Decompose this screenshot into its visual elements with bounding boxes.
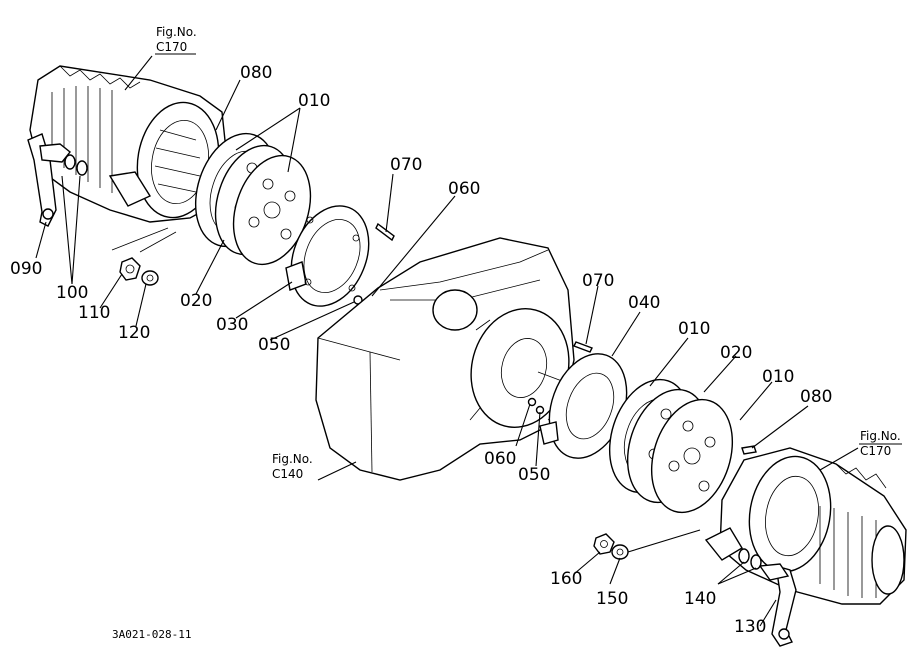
washer-150 [611,544,629,560]
label-100: 100 [56,283,88,303]
ref-right-fig-label: Fig.No. [860,429,901,443]
label-060-top: 060 [448,179,480,199]
washer-120 [141,270,159,286]
ref-top-left-fig-label: Fig.No. [156,25,197,39]
label-020-left: 020 [180,291,212,311]
label-140: 140 [684,589,716,609]
leader-lines [35,53,902,627]
label-030: 030 [216,315,248,335]
label-010-right: 010 [762,367,794,387]
ref-top-left-fig-code: C170 [156,40,187,54]
bolt-070-top [375,222,395,242]
bolt-070-mid [573,341,593,353]
right-plate-040 [539,353,628,459]
label-070-mid: 070 [582,271,614,291]
label-060-mid: 060 [484,449,516,469]
label-010-mid: 010 [678,319,710,339]
label-130: 130 [734,617,766,637]
transmission-case [315,237,575,481]
label-080-right: 080 [800,387,832,407]
o-rings-140 [738,548,762,570]
brake-lever-090 [27,133,71,227]
nut-110 [119,257,141,281]
label-050-mid: 050 [518,465,550,485]
nut-160 [593,533,615,555]
label-110: 110 [78,303,110,323]
label-050-left: 050 [258,335,290,355]
ref-right-fig-code: C170 [860,444,891,458]
label-040: 040 [628,293,660,313]
label-120: 120 [118,323,150,343]
label-070-top: 070 [390,155,422,175]
label-160: 160 [550,569,582,589]
label-020-mid: 020 [720,343,752,363]
pin-060-050-mid [527,397,545,415]
ref-middle-fig-code: C140 [272,467,303,481]
o-rings-100 [64,154,88,176]
right-axle-housing [704,447,907,605]
drawing-code: 3A021-028-11 [112,628,191,641]
ref-middle-fig-label: Fig.No. [272,452,313,466]
right-brake-plate-010b [650,398,734,514]
brake-lever-130 [758,563,797,647]
label-080-top: 080 [240,63,272,83]
label-090: 090 [10,259,42,279]
label-150: 150 [596,589,628,609]
label-010-top: 010 [298,91,330,111]
left-brake-plate-010b [232,154,312,266]
